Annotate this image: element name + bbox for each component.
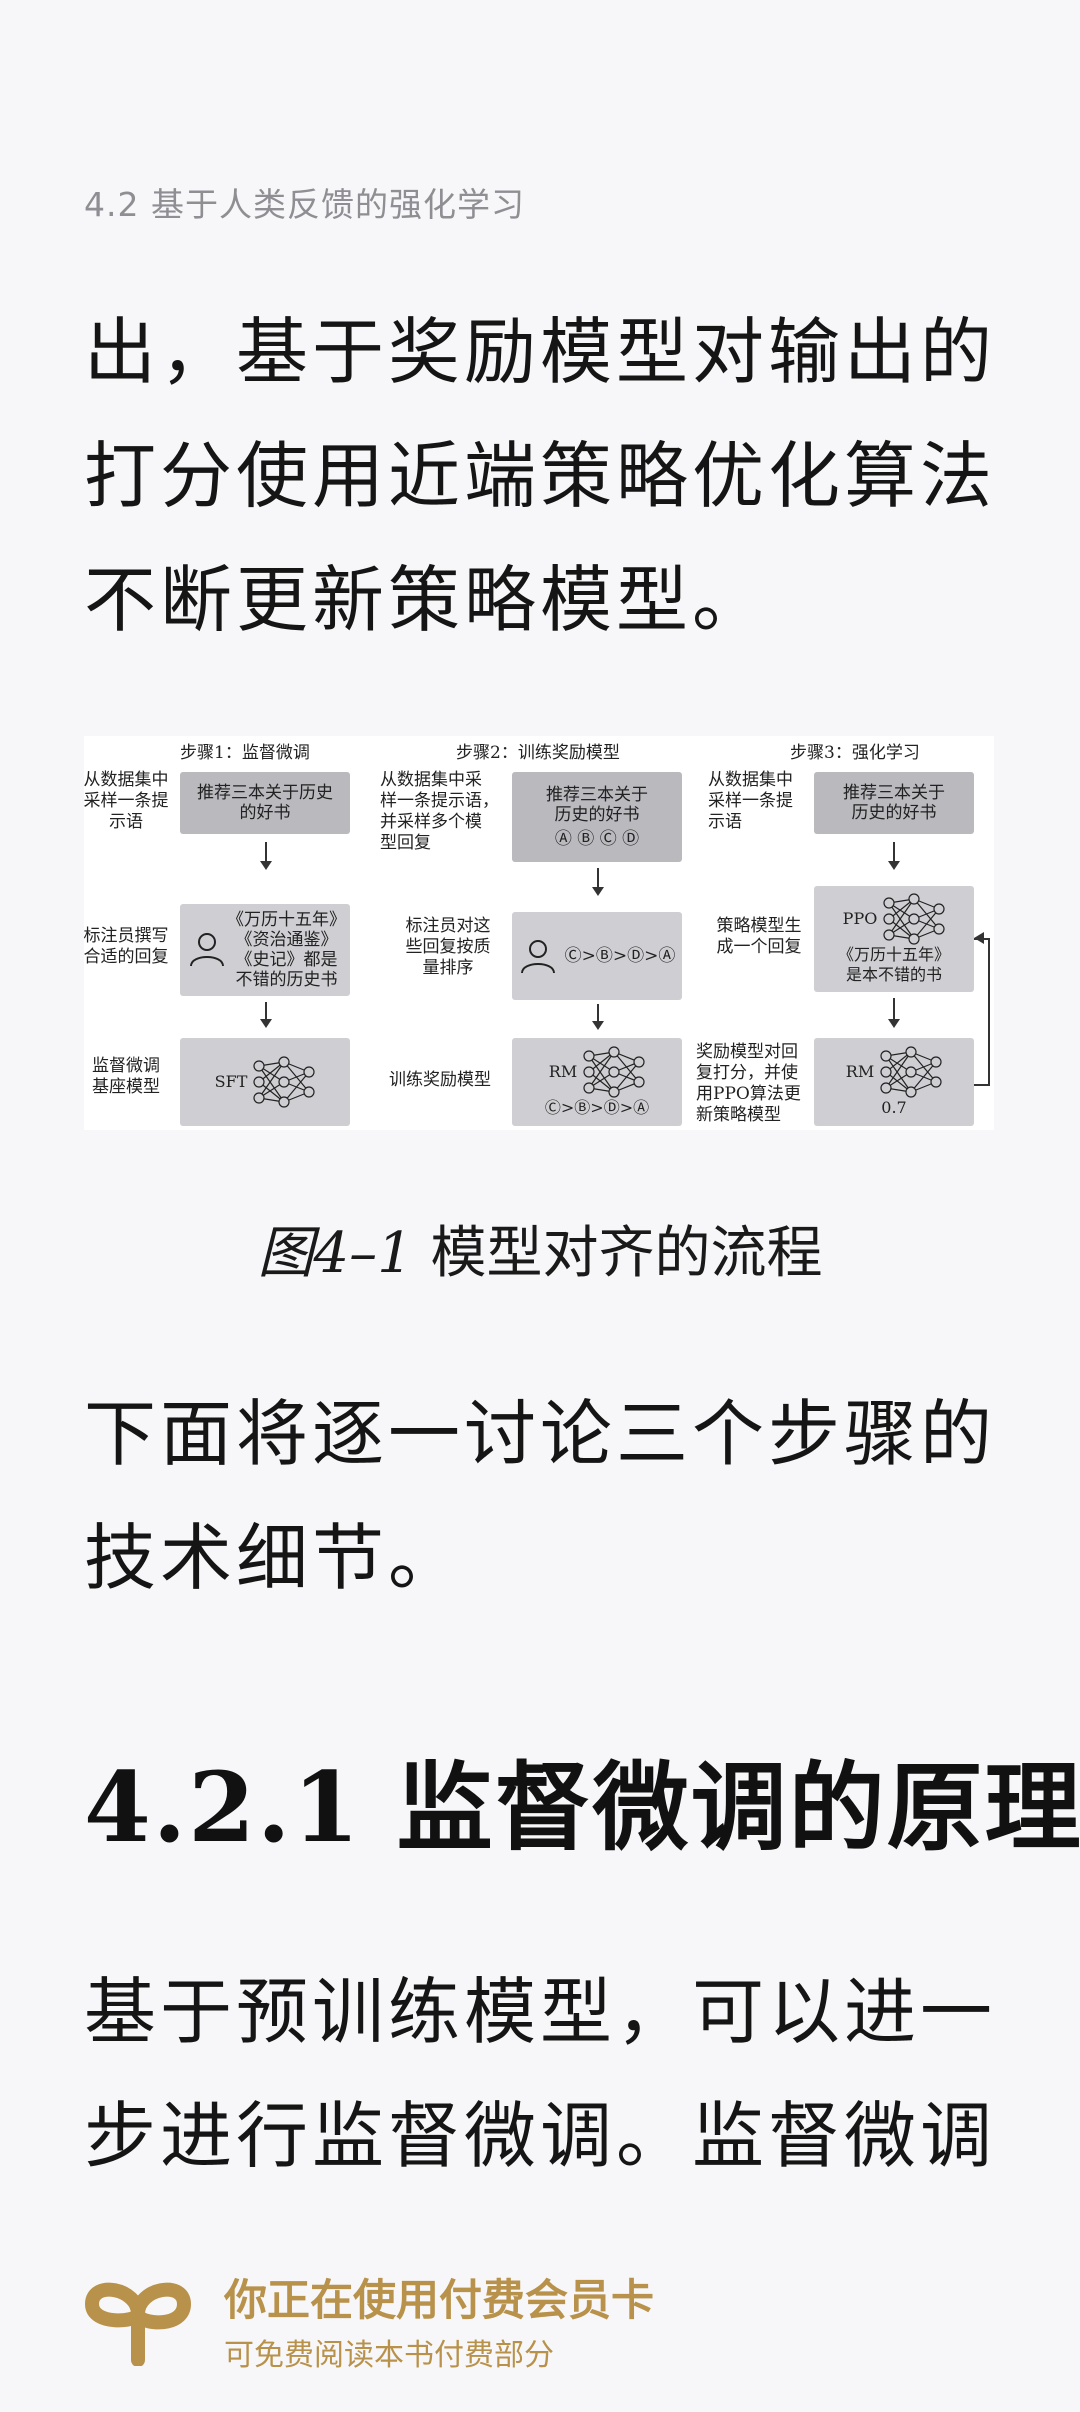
step2-side-text-2: 标注员对这 些回复按质 量排序: [405, 916, 491, 978]
neural-network-icon: [583, 1046, 645, 1098]
feedback-loop-line: [974, 938, 990, 1086]
membership-logo-icon: [84, 2282, 192, 2366]
banner-subtitle: 可免费阅读本书付费部分: [224, 2338, 554, 2373]
step1-side-text-2: 标注员撰写 合适的回复: [83, 926, 169, 967]
body-paragraph: 下面将逐一讨论三个步骤的技术细节。: [84, 1392, 997, 1600]
step1-prompt-box: 推荐三本关于历史 的好书: [180, 772, 350, 834]
step2-rm-box: RM Ⓒ>Ⓑ>Ⓓ>Ⓐ: [512, 1038, 682, 1126]
step3-ppo-box: PPO 《万历十五年》 是本不错的书: [814, 886, 974, 992]
section-heading: 4.2.1 监督微调的原理: [84, 1751, 1080, 1864]
arrow-down: [888, 842, 900, 870]
neural-network-icon: [883, 893, 945, 945]
arrow-down: [888, 998, 900, 1028]
neural-network-icon: [880, 1046, 942, 1098]
arrow-down: [260, 1002, 272, 1028]
step3-side-text-3: 奖励模型对回 复打分，并使 用PPO算法更 新策略模型: [696, 1042, 801, 1125]
step3-side-text-1: 从数据集中 采样一条提 示语: [708, 770, 793, 832]
membership-card-banner[interactable]: 你正在使用付费会员卡 可免费阅读本书付费部分: [84, 2262, 984, 2373]
arrow-down: [592, 868, 604, 896]
running-header: 4.2 基于人类反馈的强化学习: [84, 185, 525, 224]
step2-side-text-3: 训练奖励模型: [389, 1070, 491, 1090]
banner-title: 你正在使用付费会员卡: [224, 2276, 654, 2326]
step2-side-text-1: 从数据集中采 样一条提示语， 并采样多个模 型回复: [380, 770, 499, 853]
arrow-down: [592, 1004, 604, 1030]
step1-side-text-3: 监督微调 基座模型: [92, 1056, 160, 1097]
alignment-flow-figure: 步骤1：监督微调 从数据集中 采样一条提 示语 推荐三本关于历史 的好书 标注员…: [84, 736, 994, 1130]
body-paragraph: 基于预训练模型，可以进一步进行监督微调。监督微调: [84, 1970, 997, 2178]
step3-title: 步骤3：强化学习: [790, 743, 920, 763]
step2-ranking-box: Ⓒ>Ⓑ>Ⓓ>Ⓐ: [512, 912, 682, 1000]
step2-prompt-box: 推荐三本关于 历史的好书 Ⓐ Ⓑ Ⓒ Ⓓ: [512, 772, 682, 862]
step1-sft-box: SFT: [180, 1038, 350, 1126]
step1-response-box: 《万历十五年》 《资治通鉴》 《史记》都是 不错的历史书: [180, 904, 350, 996]
step1-title: 步骤1：监督微调: [180, 743, 310, 763]
neural-network-icon: [253, 1056, 315, 1108]
step1-side-text-1: 从数据集中 采样一条提 示语: [83, 770, 169, 832]
body-paragraph: 出，基于奖励模型对输出的打分使用近端策略优化算法不断更新策略模型。: [84, 310, 997, 642]
person-icon: [520, 940, 555, 974]
arrow-left-icon: [974, 932, 984, 944]
figure-caption: 图4–1 模型对齐的流程: [257, 1221, 823, 1286]
arrow-down: [260, 842, 272, 870]
step3-side-text-2: 策略模型生 成一个回复: [716, 916, 802, 957]
step3-rm-box: RM 0.7: [814, 1038, 974, 1126]
step3-prompt-box: 推荐三本关于 历史的好书: [814, 772, 974, 834]
step2-title: 步骤2：训练奖励模型: [456, 743, 620, 763]
person-icon: [190, 933, 224, 967]
